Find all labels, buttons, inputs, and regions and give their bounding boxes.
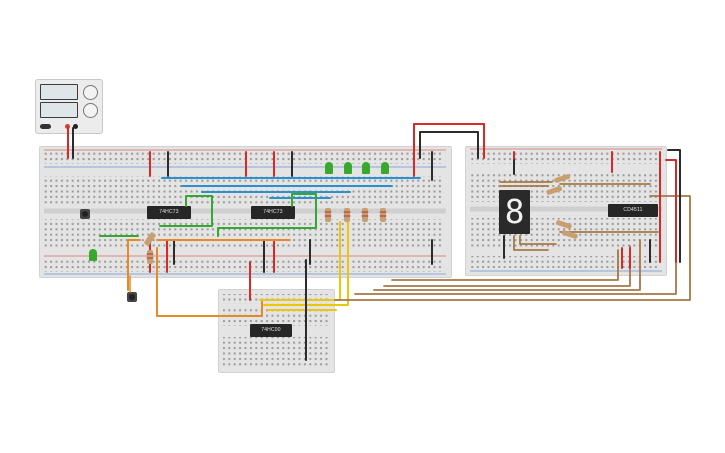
- display-digit: 8: [504, 192, 525, 231]
- led-green-5[interactable]: [89, 249, 97, 261]
- chip-74hc73-left[interactable]: 74HC73: [147, 206, 191, 219]
- pushbutton-2[interactable]: [127, 292, 137, 302]
- pushbutton-1[interactable]: [80, 209, 90, 219]
- voltage-knob[interactable]: [83, 85, 98, 100]
- chip-cd4511[interactable]: CD4511: [608, 204, 658, 217]
- current-display: [40, 102, 78, 118]
- led-green-4[interactable]: [381, 162, 389, 174]
- power-switch[interactable]: [40, 124, 51, 129]
- current-knob[interactable]: [83, 103, 98, 118]
- wire-red-bridge: [413, 123, 485, 159]
- voltage-display: [40, 84, 78, 100]
- chip-74hc00[interactable]: 74HC00: [250, 324, 292, 337]
- seven-segment-display[interactable]: 8: [499, 190, 530, 234]
- wire-black-bridge: [419, 131, 479, 159]
- negative-terminal[interactable]: [73, 124, 78, 129]
- chip-74hc73-right[interactable]: 74HC73: [251, 206, 295, 219]
- positive-terminal[interactable]: [65, 124, 70, 129]
- power-supply[interactable]: [35, 79, 103, 134]
- led-green-2[interactable]: [344, 162, 352, 174]
- led-green-3[interactable]: [362, 162, 370, 174]
- led-green-1[interactable]: [325, 162, 333, 174]
- resistor-array-right: [546, 174, 578, 239]
